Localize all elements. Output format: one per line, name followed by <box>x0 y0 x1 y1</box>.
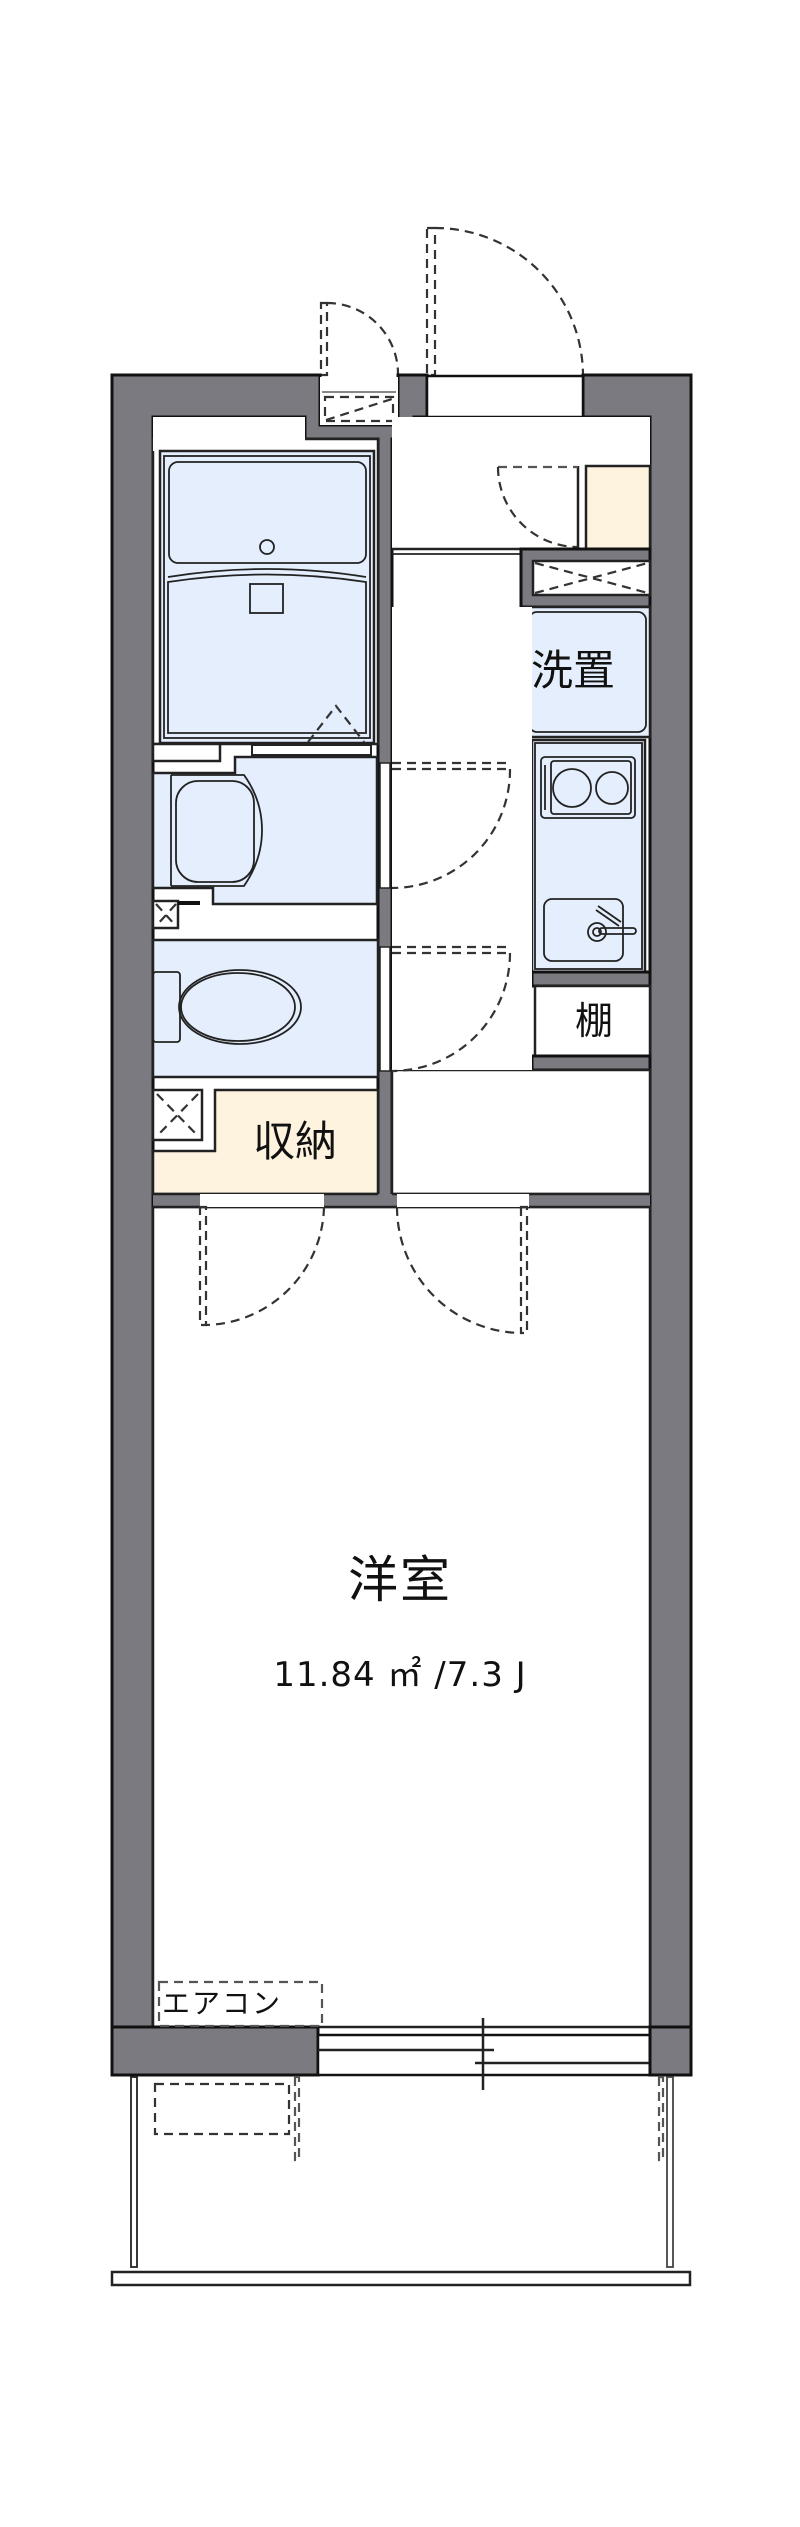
sink-icon <box>543 898 637 962</box>
pipe-shaft <box>519 547 652 609</box>
washroom-door <box>391 761 512 890</box>
washbasin-icon <box>170 774 263 887</box>
bathroom <box>151 417 380 746</box>
toilet-door-frame <box>379 946 391 1072</box>
kitchen-counter <box>530 738 647 974</box>
storage-door <box>198 1205 326 1327</box>
washer-space <box>523 605 652 739</box>
outdoor-unit-icon <box>153 2082 291 2136</box>
main-room-area: 11.84 ㎡ /7.3 J <box>273 1655 527 1695</box>
small-pipe-shaft <box>151 899 200 930</box>
washroom <box>151 755 379 906</box>
window <box>110 2018 693 2090</box>
shelf <box>533 984 652 1058</box>
toilet-icon <box>152 969 302 1045</box>
drain-icon <box>259 539 275 555</box>
shelf-wall <box>530 1054 652 1072</box>
storage-label: 収納 <box>253 1117 338 1166</box>
stove-icon <box>540 756 636 819</box>
main-room-door <box>395 1205 529 1335</box>
air-conditioner-icon <box>157 1980 324 2028</box>
washer-space-label: 洗置 <box>531 646 616 695</box>
toilet-door <box>391 945 512 1073</box>
kitchen-end-wall <box>530 970 652 988</box>
corridor <box>390 1068 652 1196</box>
entrance-opening <box>425 374 585 419</box>
toilet-room <box>151 938 380 1079</box>
entrance-door <box>425 226 585 377</box>
shelf-label: 棚 <box>575 999 614 1043</box>
main-room-name: 洋室 <box>348 1551 452 1609</box>
meter-box-door <box>319 301 400 377</box>
washroom-door-frame <box>379 762 391 889</box>
meter-box <box>320 377 398 425</box>
main-room <box>151 1192 652 2029</box>
air-conditioner-label: エアコン <box>162 1987 283 2020</box>
balcony <box>110 2075 692 2287</box>
